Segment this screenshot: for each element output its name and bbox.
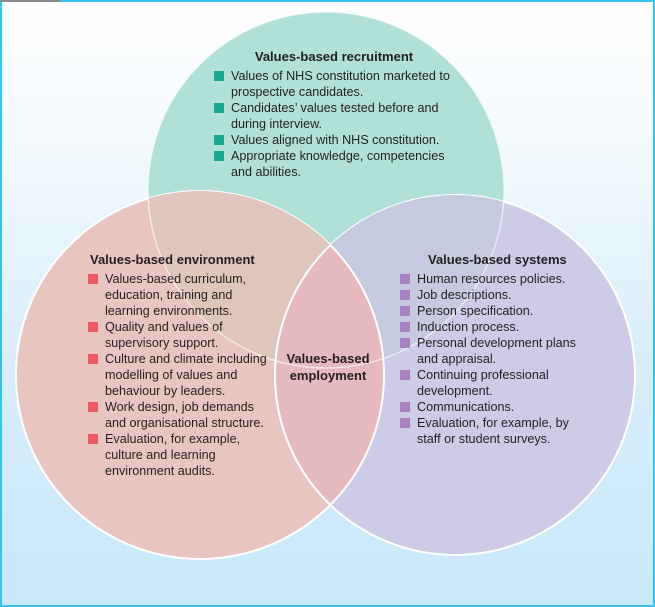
recruitment-title: Values-based recruitment <box>254 49 414 64</box>
list-item: Personal development plans and appraisal… <box>400 335 585 367</box>
environment-title: Values-based environment <box>90 252 255 267</box>
environment-list: Values-based curriculum, education, trai… <box>88 271 278 479</box>
list-item: Evaluation, for example, culture and lea… <box>88 431 278 479</box>
square-bullet-icon <box>214 151 224 161</box>
list-item: Communications. <box>400 399 585 415</box>
square-bullet-icon <box>400 306 410 316</box>
center-label-line2: employment <box>289 368 367 383</box>
square-bullet-icon <box>88 322 98 332</box>
environment-outline-in-systems <box>275 195 385 555</box>
systems-text: Values-based systems Human resources pol… <box>400 252 585 447</box>
list-item: Appropriate knowledge, competencies and … <box>214 148 454 180</box>
square-bullet-icon <box>400 418 410 428</box>
list-item: Continuing professional development. <box>400 367 585 399</box>
square-bullet-icon <box>214 103 224 113</box>
recruitment-outline <box>147 11 505 369</box>
list-item: Work design, job demands and organisatio… <box>88 399 278 431</box>
center-label: Values-based employment <box>280 350 376 384</box>
list-item: Values-based curriculum, education, trai… <box>88 271 278 319</box>
systems-title: Values-based systems <box>428 252 567 267</box>
square-bullet-icon <box>400 290 410 300</box>
square-bullet-icon <box>88 434 98 444</box>
list-item: Quality and values of supervisory suppor… <box>88 319 278 351</box>
square-bullet-icon <box>88 402 98 412</box>
list-item: Values aligned with NHS constitution. <box>214 132 454 148</box>
square-bullet-icon <box>400 402 410 412</box>
square-bullet-icon <box>400 274 410 284</box>
list-item: Job descriptions. <box>400 287 585 303</box>
square-bullet-icon <box>400 338 410 348</box>
list-item: Candidates’ values tested before and dur… <box>214 100 454 132</box>
recruitment-environment-overlap <box>148 191 384 368</box>
recruitment-systems-overlap <box>275 195 504 368</box>
square-bullet-icon <box>214 135 224 145</box>
square-bullet-icon <box>88 354 98 364</box>
frame-accent <box>0 0 60 2</box>
list-item: Values of NHS constitution marketed to p… <box>214 68 454 100</box>
environment-text: Values-based environment Values-based cu… <box>88 252 278 479</box>
list-item: Culture and climate including modelling … <box>88 351 278 399</box>
square-bullet-icon <box>400 370 410 380</box>
center-label-line1: Values-based <box>286 351 370 366</box>
recruitment-list: Values of NHS constitution marketed to p… <box>214 68 454 180</box>
systems-list: Human resources policies. Job descriptio… <box>400 271 585 447</box>
recruitment-text: Values-based recruitment Values of NHS c… <box>214 49 454 180</box>
square-bullet-icon <box>400 322 410 332</box>
list-item: Induction process. <box>400 319 585 335</box>
list-item: Human resources policies. <box>400 271 585 287</box>
list-item: Person specification. <box>400 303 585 319</box>
square-bullet-icon <box>88 274 98 284</box>
list-item: Evaluation, for example, by staff or stu… <box>400 415 585 447</box>
square-bullet-icon <box>214 71 224 81</box>
